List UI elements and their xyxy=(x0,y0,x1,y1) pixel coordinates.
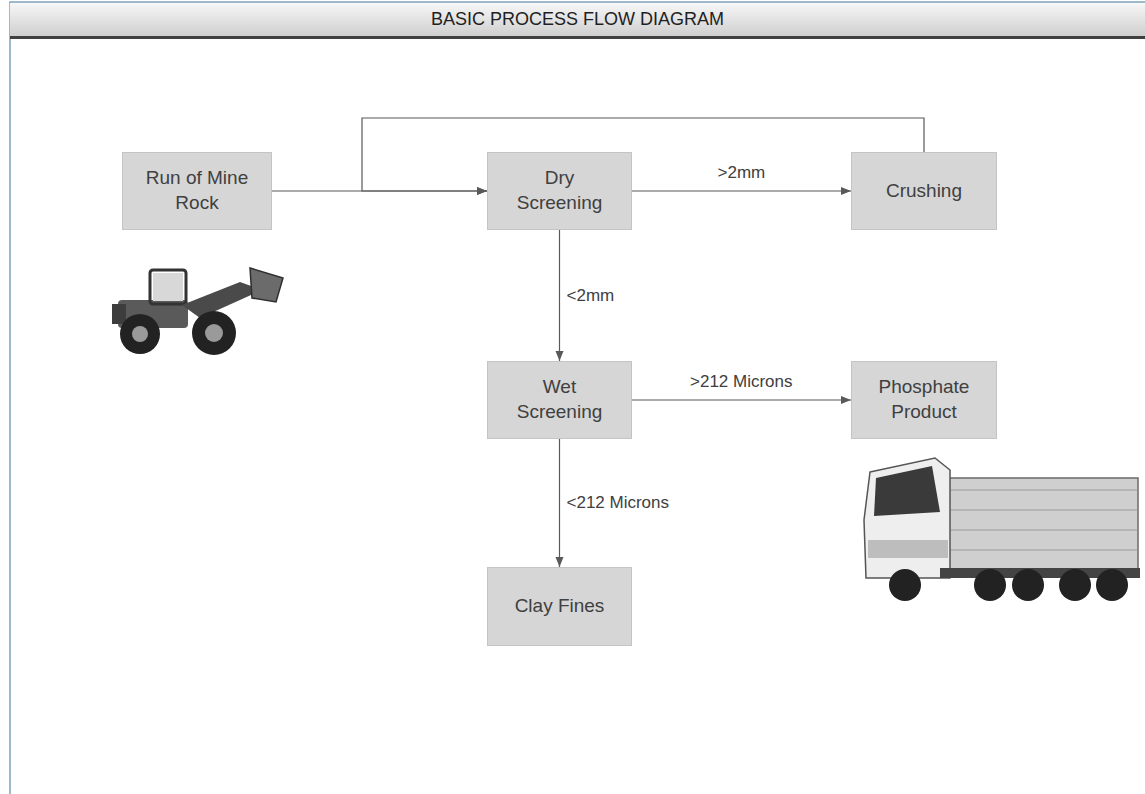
title-rule xyxy=(10,36,1145,39)
flow-arrow xyxy=(559,439,560,567)
title-bar xyxy=(10,3,1145,36)
process-box: Crushing xyxy=(851,152,997,230)
box-label: Crushing xyxy=(886,179,962,204)
loader-illustration xyxy=(112,268,283,355)
diagram-title: BASIC PROCESS FLOW DIAGRAM xyxy=(10,9,1145,30)
box-label: Clay Fines xyxy=(515,594,605,619)
process-box: Dry Screening xyxy=(487,152,632,230)
box-label: Phosphate Product xyxy=(868,375,980,424)
process-box: Clay Fines xyxy=(487,567,632,646)
box-label: Wet Screening xyxy=(510,375,610,424)
box-label: Run of Mine Rock xyxy=(135,166,259,215)
edge-label: <2mm xyxy=(565,286,617,306)
flow-arrow xyxy=(632,190,851,191)
process-box: Run of Mine Rock xyxy=(122,152,272,230)
edge-label: <212 Microns xyxy=(565,493,672,513)
edge-label: >2mm xyxy=(716,163,768,183)
flow-arrow xyxy=(362,118,924,191)
flow-arrow xyxy=(632,399,851,400)
process-box: Phosphate Product xyxy=(851,361,997,439)
box-label: Dry Screening xyxy=(510,166,610,215)
flow-arrow xyxy=(559,230,560,361)
edge-label: >212 Microns xyxy=(688,372,795,392)
truck-illustration xyxy=(864,458,1140,601)
process-box: Wet Screening xyxy=(487,361,632,439)
page-frame xyxy=(10,2,1145,794)
